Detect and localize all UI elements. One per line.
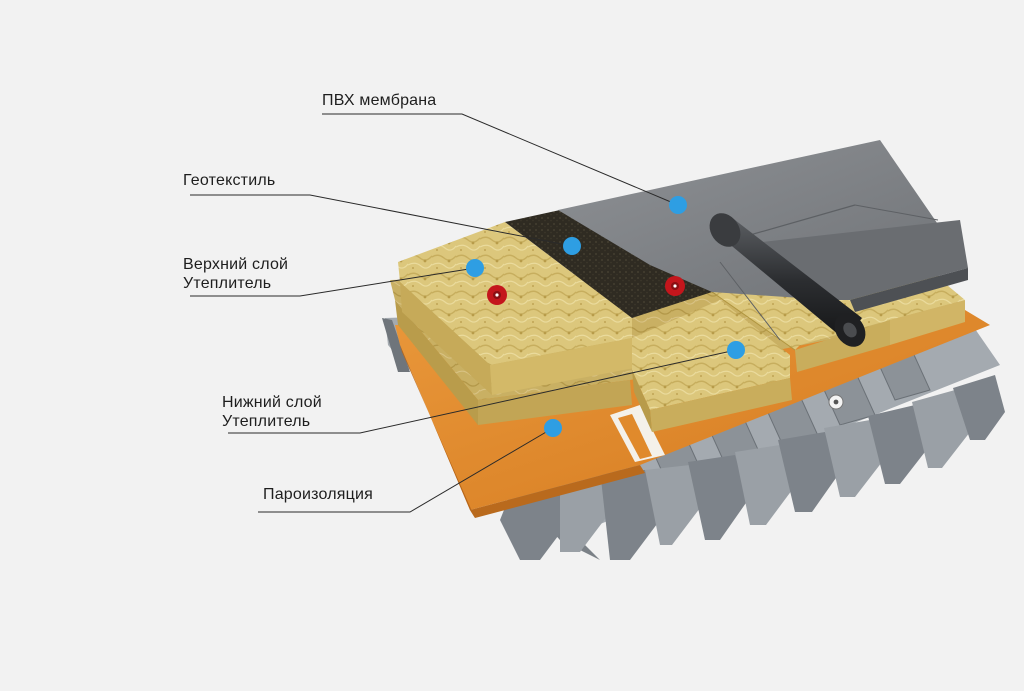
label-vapor-barrier: Пароизоляция bbox=[263, 485, 373, 504]
marker-upper-insulation bbox=[466, 259, 484, 277]
label-lower-insulation: Нижний слой Утеплитель bbox=[222, 393, 322, 431]
upper-insulation-left-board bbox=[398, 222, 634, 395]
leader-geotextile bbox=[190, 194, 573, 247]
label-upper-line2: Утеплитель bbox=[183, 275, 272, 292]
label-geotextile: Геотекстиль bbox=[183, 171, 275, 190]
leader-vapor bbox=[258, 427, 554, 513]
leader-pvc bbox=[322, 113, 679, 206]
label-upper-insulation: Верхний слой Утеплитель bbox=[183, 255, 288, 293]
fastener-deck bbox=[828, 394, 844, 410]
label-vapor-text: Пароизоляция bbox=[263, 486, 374, 503]
fastener-membrane bbox=[665, 276, 685, 296]
marker-vapor-barrier bbox=[544, 419, 562, 437]
pvc-roll bbox=[709, 213, 866, 347]
marker-lower-insulation bbox=[727, 341, 745, 359]
marker-pvc bbox=[669, 196, 687, 214]
leader-upper bbox=[190, 267, 476, 297]
label-lower-line1: Нижний слой bbox=[222, 394, 322, 411]
label-pvc-text: ПВХ мембрана bbox=[322, 92, 437, 109]
label-pvc-membrane: ПВХ мембрана bbox=[322, 91, 436, 110]
leader-lower bbox=[228, 349, 737, 434]
label-lower-line2: Утеплитель bbox=[222, 413, 311, 430]
fastener-upper-left bbox=[487, 285, 507, 305]
lower-insulation-front-board bbox=[632, 300, 792, 432]
marker-geotextile bbox=[563, 237, 581, 255]
label-upper-line1: Верхний слой bbox=[183, 256, 289, 273]
label-geotextile-text: Геотекстиль bbox=[183, 172, 276, 189]
